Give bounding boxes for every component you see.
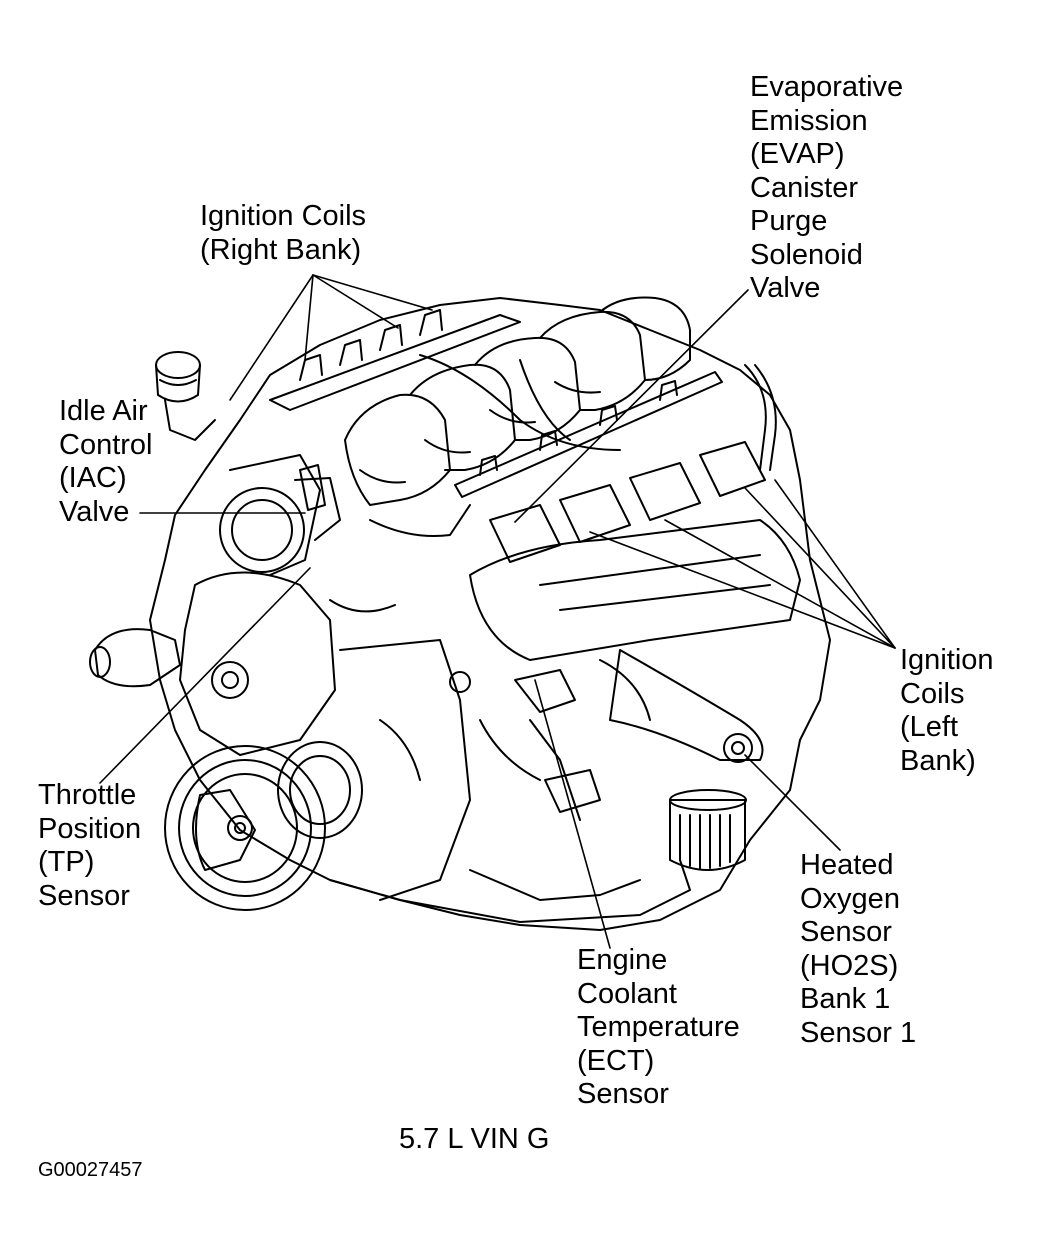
callout-idle-air-control-valve: Idle Air Control (IAC) Valve [59,395,153,528]
engine-drawing [89,296,831,931]
callout-engine-coolant-temperature-sensor: Engine Coolant Temperature (ECT) Sensor [577,944,740,1110]
figure-caption: 5.7 L VIN G [399,1123,550,1155]
callout-evap-canister-purge-solenoid-valve: Evaporative Emission (EVAP) Canister Pur… [750,71,904,304]
callout-heated-oxygen-sensor: Heated Oxygen Sensor (HO2S) Bank 1 Senso… [800,849,917,1049]
figure-id: G00027457 [38,1159,143,1181]
callout-ignition-coils-right-bank: Ignition Coils (Right Bank) [200,200,367,266]
callout-throttle-position-sensor: Throttle Position (TP) Sensor [38,779,142,912]
leader-lines [99,274,896,949]
callout-ignition-coils-left-bank: Ignition Coils (Left Bank) [900,644,994,777]
